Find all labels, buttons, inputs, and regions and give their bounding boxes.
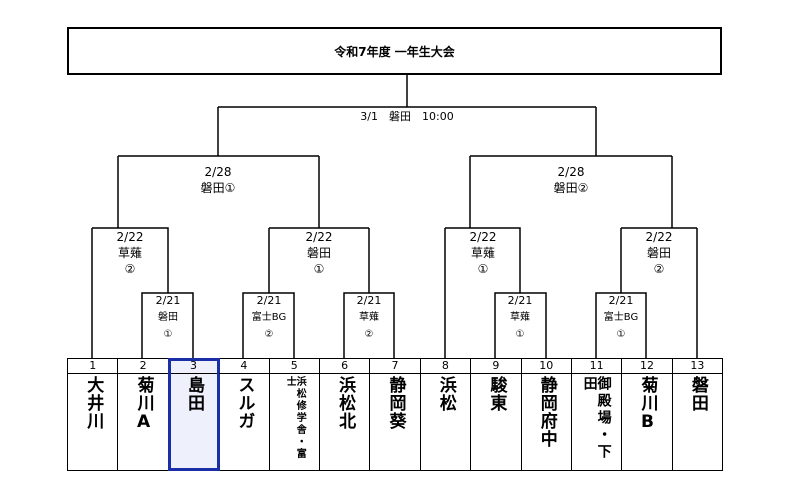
team-slot[interactable]: 4 スルガ: [219, 359, 270, 470]
semi-bracket-right: [469, 155, 673, 228]
qf-bracket-1: [91, 227, 169, 358]
match-court: ②: [364, 329, 374, 340]
team-slot[interactable]: 10 静岡府中: [521, 359, 572, 470]
match-date: 2/22: [645, 230, 673, 244]
team-name: 御殿場・下田: [581, 376, 612, 461]
team-name: 静岡府中: [536, 376, 557, 448]
team-number: 13: [672, 359, 723, 374]
team-number: 7: [370, 359, 420, 374]
r1-bracket-3: [343, 292, 395, 358]
team-name: 磐田: [687, 376, 708, 412]
team-number: 9: [471, 359, 521, 374]
team-number: 1: [68, 359, 118, 374]
team-number: 10: [521, 359, 571, 374]
match-venue: 磐田: [306, 246, 332, 260]
team-number: 2: [118, 359, 168, 374]
match-venue: 磐田②: [553, 181, 589, 195]
team-number: 12: [622, 359, 672, 374]
r1-label-5: 2/21 富士BG ①: [604, 292, 638, 343]
match-venue: 富士BG: [603, 312, 639, 323]
team-name: 浜松北: [335, 376, 356, 430]
match-date: 2/21: [356, 294, 382, 307]
team-number: 5: [269, 359, 319, 374]
qf-bracket-3: [444, 227, 521, 358]
match-date: 2/21: [155, 294, 181, 307]
team-slot[interactable]: 1 大井川: [68, 359, 119, 470]
team-slot[interactable]: 7 静岡葵: [370, 359, 421, 470]
team-number: 11: [571, 359, 622, 374]
team-name: 菊川A: [133, 376, 154, 433]
match-court: ②: [264, 329, 274, 340]
match-venue: 草薙: [358, 312, 379, 323]
qf-label-3: 2/22 草薙 ①: [470, 229, 497, 277]
team-name: 浜松: [435, 376, 456, 412]
match-date: 2/22: [116, 230, 144, 244]
team-table: 1 大井川 2 菊川A 3 島田 4 スルガ 5 浜松修学舎・富士 6 浜松北 7 静岡葵 8…: [67, 358, 723, 471]
team-slot[interactable]: 11 御殿場・下田: [571, 359, 623, 470]
r1-bracket-4: [494, 292, 547, 358]
match-date: 2/28: [557, 165, 585, 179]
match-court: ①: [477, 262, 489, 276]
final-label: 3/1 磐田 10:00: [360, 110, 454, 123]
match-venue: 草薙: [117, 246, 143, 260]
team-slot-highlighted[interactable]: 3 島田: [167, 358, 221, 471]
r1-label-3: 2/21 草薙 ②: [357, 292, 382, 343]
match-date: 2/21: [507, 294, 533, 307]
match-date: 2/22: [469, 230, 497, 244]
team-name: 島田: [183, 376, 204, 412]
r1-label-4: 2/21 草薙 ①: [508, 292, 533, 343]
team-slot[interactable]: 12 菊川B: [622, 359, 673, 470]
r1-bracket-1: [141, 292, 194, 358]
match-date: 2/22: [305, 230, 333, 244]
team-number: 8: [420, 359, 471, 374]
team-name: スルガ: [234, 376, 255, 430]
match-court: ①: [616, 329, 626, 340]
team-name: 菊川B: [637, 376, 658, 433]
team-number: 4: [219, 359, 269, 374]
qf-bracket-2: [268, 227, 370, 293]
qf-label-2: 2/22 磐田 ①: [306, 229, 333, 277]
tournament-title: 令和7年度 一年生大会: [67, 27, 722, 75]
match-date: 2/28: [204, 165, 232, 179]
semi-label-left: 2/28 磐田①: [201, 164, 236, 196]
team-number: 3: [168, 359, 219, 374]
match-venue: 磐田①: [200, 181, 236, 195]
team-number: 6: [319, 359, 370, 374]
qf-label-1: 2/22 草薙 ②: [117, 229, 144, 277]
qf-bracket-4: [620, 227, 698, 358]
semi-bracket-left: [117, 155, 320, 228]
match-venue: 草薙: [470, 246, 496, 260]
match-court: ①: [515, 329, 525, 340]
r1-label-1: 2/21 磐田 ①: [156, 292, 181, 343]
match-venue: 磐田: [157, 312, 178, 323]
team-slot[interactable]: 8 浜松: [420, 359, 472, 470]
match-venue: 草薙: [509, 312, 530, 323]
match-venue: 磐田: [646, 246, 672, 260]
final-bracket: [217, 73, 597, 156]
team-slot[interactable]: 2 菊川A: [118, 359, 169, 470]
semi-label-right: 2/28 磐田②: [554, 164, 589, 196]
r1-label-2: 2/21 富士BG ②: [252, 292, 286, 343]
team-slot[interactable]: 6 浜松北: [319, 359, 371, 470]
team-name: 駿東: [486, 376, 507, 412]
match-court: ①: [313, 262, 325, 276]
match-date: 2/21: [256, 294, 282, 307]
team-slot[interactable]: 9 駿東: [471, 359, 522, 470]
r1-bracket-5: [595, 292, 647, 358]
match-court: ②: [124, 262, 136, 276]
qf-label-4: 2/22 磐田 ②: [646, 229, 673, 277]
team-name: 静岡葵: [385, 376, 406, 430]
team-slot[interactable]: 13 磐田: [672, 359, 723, 470]
match-venue: 富士BG: [251, 312, 287, 323]
match-court: ①: [163, 329, 173, 340]
match-court: ②: [653, 262, 665, 276]
team-name: 浜松修学舎・富士: [284, 376, 306, 460]
team-slot[interactable]: 5 浜松修学舎・富士: [269, 359, 320, 470]
r1-bracket-2: [242, 292, 295, 358]
team-name: 大井川: [83, 376, 104, 430]
match-date: 2/21: [608, 294, 634, 307]
